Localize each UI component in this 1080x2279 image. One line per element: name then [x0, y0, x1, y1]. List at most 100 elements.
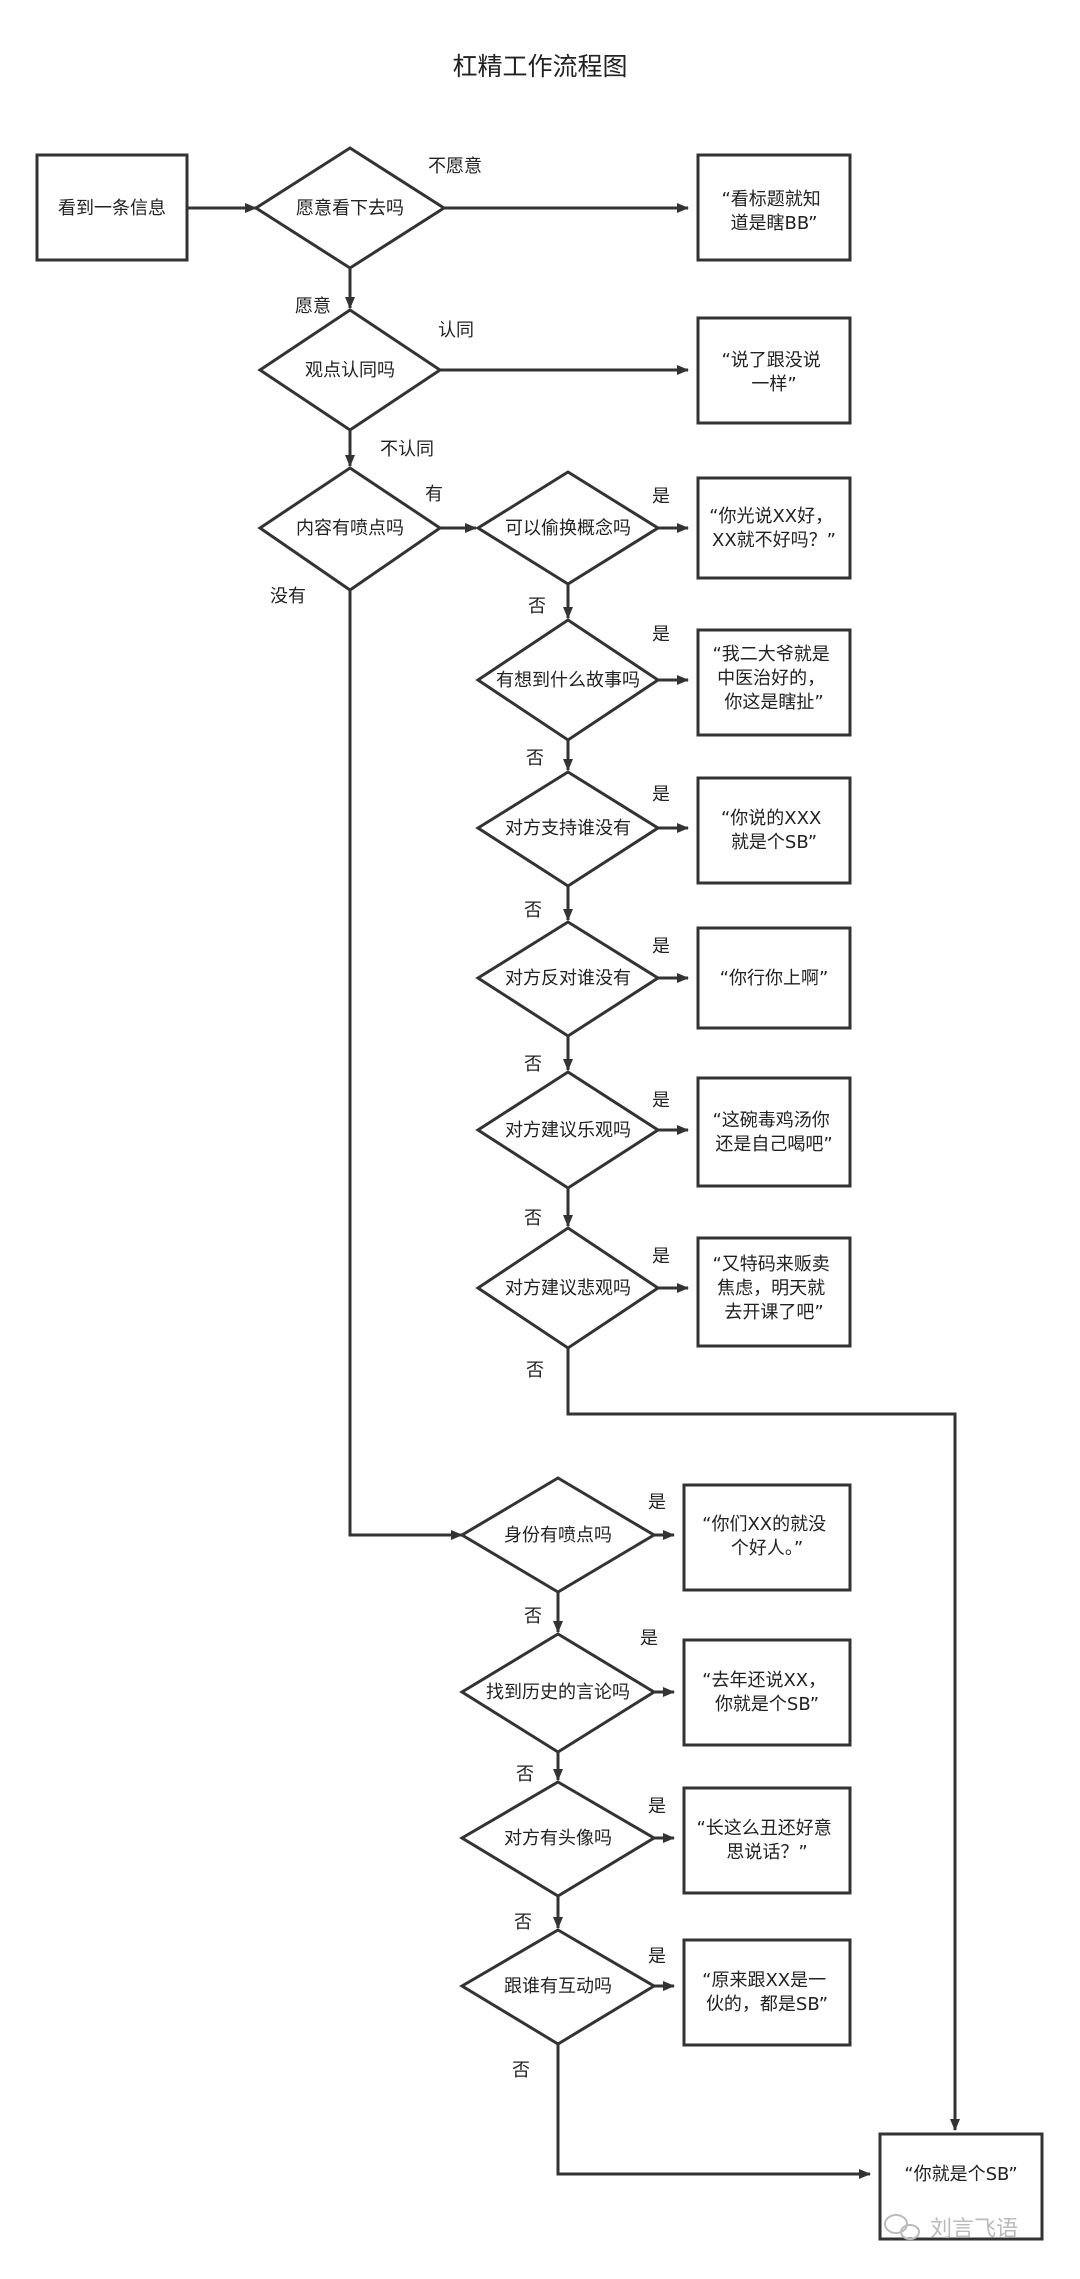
- label-oppose-yes: 是: [652, 936, 670, 957]
- decision-identity-label: 身份有喷点吗: [504, 1525, 612, 1546]
- label-not-agree: 不认同: [380, 439, 434, 460]
- result-oppose: [696, 926, 852, 1030]
- label-pessimist-no: 否: [526, 1360, 544, 1381]
- result-concept-line-2: XX就不好吗？”: [712, 530, 836, 551]
- start-box: [35, 153, 189, 262]
- decision-optimist: [475, 1070, 661, 1190]
- decision-willing: [253, 146, 447, 270]
- decision-support-label: 对方支持谁没有: [505, 818, 631, 839]
- label-concept-yes: 是: [652, 486, 670, 507]
- decision-oppose-label: 对方反对谁没有: [505, 968, 631, 989]
- decision-pessimist-label: 对方建议悲观吗: [505, 1278, 631, 1299]
- result-same-text: “说了跟没说 一样”: [721, 350, 826, 395]
- label-agree: 认同: [438, 320, 474, 341]
- result-oppose-line-1: “你行你上啊”: [720, 968, 829, 989]
- result-identity: [682, 1483, 852, 1592]
- decision-history: [459, 1632, 657, 1754]
- result-history-text: “去年还说XX， 你就是个SB”: [702, 1670, 832, 1715]
- decision-support: [475, 770, 661, 888]
- label-willing: 愿意: [295, 296, 331, 317]
- decision-optimist-label: 对方建议乐观吗: [505, 1120, 631, 1141]
- decision-identity: [459, 1476, 657, 1594]
- label-avatar-yes: 是: [648, 1796, 666, 1817]
- nodes: 看到一条信息 愿意看下去吗 “看标题就知 道是瞎BB” 观点认同吗 “说了跟没说…: [35, 146, 1044, 2241]
- label-support-yes: 是: [652, 784, 670, 805]
- result-story-line-3: 你这是瞎扯”: [724, 692, 823, 713]
- label-content-has-not: 没有: [270, 586, 306, 607]
- label-identity-no: 否: [524, 1606, 542, 1627]
- decision-story-label: 有想到什么故事吗: [496, 670, 640, 691]
- result-final-line-1: “你就是个SB”: [904, 2164, 1017, 2185]
- result-interact: [682, 1938, 852, 2047]
- result-identity-line-2: 个好人。”: [731, 1538, 803, 1559]
- label-support-no: 否: [524, 900, 542, 921]
- result-optimist-text: “这碗毒鸡汤你 还是自己喝吧”: [712, 1110, 835, 1155]
- label-content-has: 有: [425, 484, 443, 505]
- label-avatar-no: 否: [514, 1912, 532, 1933]
- label-concept-no: 否: [528, 596, 546, 617]
- result-interact-line-1: “原来跟XX是一: [702, 1970, 826, 1991]
- decision-content-label: 内容有喷点吗: [296, 518, 404, 539]
- decision-concept: [475, 470, 661, 586]
- edge-pessimist-no: [566, 1348, 960, 2131]
- label-oppose-no: 否: [524, 1054, 542, 1075]
- result-concept-text: “你光说XX好， XX就不好吗？”: [709, 506, 839, 551]
- result-support-line-1: “你说的XXX: [721, 808, 821, 829]
- result-optimist-line-1: “这碗毒鸡汤你: [712, 1110, 829, 1131]
- start-label: 看到一条信息: [58, 198, 166, 219]
- result-optimist: [696, 1076, 852, 1188]
- result-pessimist: [696, 1236, 852, 1348]
- result-interact-text: “原来跟XX是一 伙的，都是SB”: [702, 1970, 832, 2015]
- result-pessimist-line-1: “又特码来贩卖: [712, 1254, 829, 1275]
- edge-labels: 不愿意 愿意 认同 不认同 有 没有 是 否 是 否 是 否 是 否 是 否 是…: [270, 156, 670, 2081]
- decision-history-label: 找到历史的言论吗: [486, 1682, 630, 1703]
- result-identity-text: “你们XX的就没 个好人。”: [702, 1514, 832, 1559]
- decision-interact-label: 跟谁有互动吗: [504, 1976, 612, 1997]
- edges: [187, 203, 960, 2179]
- result-history: [682, 1638, 852, 1747]
- label-pessimist-yes: 是: [652, 1246, 670, 1267]
- result-avatar: [682, 1786, 852, 1895]
- result-same-line-1: “说了跟没说: [721, 350, 820, 371]
- result-story-text: “我二大爷就是 中医治好的， 你这是瞎扯”: [712, 644, 835, 713]
- decision-story: [475, 618, 661, 742]
- decision-oppose: [475, 920, 661, 1038]
- label-history-yes: 是: [640, 1628, 658, 1649]
- decision-avatar: [459, 1780, 657, 1898]
- result-avatar-line-2: 思说话？”: [726, 1842, 807, 1863]
- label-story-yes: 是: [652, 624, 670, 645]
- label-not-willing: 不愿意: [428, 156, 482, 177]
- watermark-text: 刘言飞语: [930, 2217, 1018, 2242]
- result-story-line-2: 中医治好的，: [717, 668, 825, 689]
- label-identity-yes: 是: [648, 1492, 666, 1513]
- result-support: [696, 776, 852, 885]
- result-pessimist-line-2: 焦虑，明天就: [717, 1278, 825, 1299]
- result-history-line-1: “去年还说XX，: [702, 1670, 826, 1691]
- result-interact-line-2: 伙的，都是SB”: [706, 1994, 828, 2015]
- label-optimist-yes: 是: [652, 1090, 670, 1111]
- watermark: 刘言飞语: [884, 2214, 1018, 2242]
- result-title-bb-line-1: “看标题就知: [721, 189, 820, 210]
- decision-agree: [257, 308, 443, 432]
- decision-pessimist: [475, 1226, 661, 1350]
- label-story-no: 否: [526, 748, 544, 769]
- chart-title: 杠精工作流程图: [452, 52, 627, 81]
- result-support-line-2: 就是个SB”: [731, 832, 817, 853]
- label-interact-yes: 是: [648, 1946, 666, 1967]
- result-identity-line-1: “你们XX的就没: [702, 1514, 826, 1535]
- decision-willing-label: 愿意看下去吗: [296, 198, 404, 219]
- result-concept-line-1: “你光说XX好，: [709, 506, 833, 527]
- decision-concept-label: 可以偷换概念吗: [505, 517, 631, 539]
- result-same-line-2: 一样”: [751, 374, 796, 395]
- decision-avatar-label: 对方有头像吗: [504, 1828, 612, 1849]
- result-support-text: “你说的XXX 就是个SB”: [721, 808, 827, 853]
- decision-agree-label: 观点认同吗: [305, 360, 395, 381]
- decision-content: [257, 466, 443, 592]
- result-avatar-line-1: “长这么丑还好意: [696, 1818, 831, 1839]
- decision-interact: [459, 1928, 657, 2046]
- result-history-line-2: 你就是个SB”: [715, 1694, 819, 1715]
- label-interact-no: 否: [512, 2060, 530, 2081]
- result-concept: [696, 476, 852, 580]
- result-same: [696, 316, 852, 425]
